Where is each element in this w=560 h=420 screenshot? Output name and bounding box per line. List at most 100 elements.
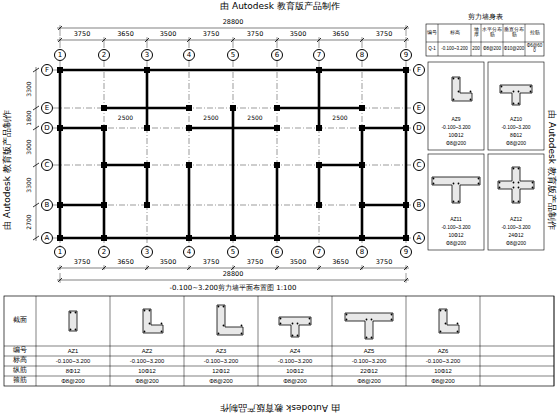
dimension-tick [102,266,106,270]
rebar-dot [458,201,460,203]
boundary-column [316,202,322,208]
axis-bubble: D [41,122,53,134]
rebar-dot [530,91,532,93]
dimension: 28800 [223,19,244,26]
axis-line [60,61,61,246]
stirrup: Φ8@200 [258,376,332,386]
axis-bubble: 4 [183,49,195,61]
dimension-line [57,28,409,29]
dimension: 1800 [26,110,33,125]
boundary-column [359,125,365,131]
dimension-tick [33,236,39,240]
row-header: 标高 [13,357,27,364]
shear-wall [318,70,321,128]
boundary-column [101,125,107,131]
column-detail: AZ2-0.100~3.20010Φ12Φ8@200 [110,296,184,386]
rebar-dot [391,314,393,316]
rebar-dot [70,312,72,314]
rebar-dot [478,183,480,185]
wall-table [426,24,544,56]
dimension: 2500 [117,115,134,122]
dimension: 2700 [26,214,33,229]
table-cell: -0.100~3.200 [439,47,471,52]
axis-bubble: 3 [141,49,153,61]
rebar-dot [458,183,460,185]
longitudinal-rebar: 10Φ12 [428,132,484,140]
boundary-column [57,235,63,241]
rebar-dot [309,318,311,320]
watermark: 由 Autodesk 教育版产品制作 [220,402,340,412]
rebar-dot [499,182,501,184]
extension-line [319,265,320,270]
boundary-column [403,125,409,131]
extension-line [406,37,407,48]
axis-line [362,61,363,246]
elevation: -0.100~3.200 [36,356,110,366]
extension-line [233,37,234,48]
axis-line [189,61,190,246]
stirrup: Φ8@200 [488,140,544,148]
longitudinal-rebar: 22Φ12 [332,366,406,376]
rebar-dot [453,201,455,203]
drawing-caption: -0.100~3.200剪力墙平面布置图 1:100 [170,285,297,293]
rebar-dot [518,182,520,184]
axis-bubble: B [41,199,53,211]
stirrup: Φ8@200 [184,376,258,386]
rebar-dot [241,333,243,335]
dimension-tick [275,266,279,270]
rebar-dot [445,323,447,325]
boundary-column [359,202,365,208]
dimension: 3500 [160,259,177,266]
column-id: AZ9 [428,116,484,124]
dimension: 2500 [202,115,219,122]
boundary-column [316,162,322,168]
detail-frame [428,62,484,150]
axis-number: 7 [317,52,321,59]
table-rule [4,346,554,347]
detail-frame [428,154,484,250]
dimension-tick [404,266,408,270]
rebar-dot [144,310,146,312]
axis-bubble: 3 [141,246,153,258]
stirrup: Φ8@200 [488,240,544,248]
boundary-column [101,202,107,208]
rebar-dot [346,319,348,321]
rebar-dot [499,187,501,189]
dimension-tick [33,68,39,72]
axis-line [319,61,320,246]
axis-bubble: 2 [98,49,110,61]
axis-number: 4 [187,52,191,59]
dimension-tick [33,163,39,167]
column-id: AZ11 [428,216,484,224]
rebar-dot [297,335,299,337]
axis-bubble: 7 [313,246,325,258]
column-section [217,305,243,335]
table-rule [258,296,259,386]
axis-grid [53,61,413,246]
axis-number: E [45,105,49,112]
rebar-dot [280,318,282,320]
axis-bubble: E [41,102,53,114]
rebar-dot [532,187,534,189]
boundary-column [186,105,192,111]
dimension-tick [145,266,149,270]
dimension: 3750 [74,259,91,266]
table-header: 水平分布筋 [482,28,503,38]
dimension: 2500 [331,115,348,122]
rebar-dot [440,331,442,333]
table-border [426,24,544,56]
table-rule [36,296,37,386]
axis-bubble: 7 [313,49,325,61]
boundary-column [316,162,322,168]
axis-bubble: 5 [227,49,239,61]
column-section [279,317,311,337]
boundary-column [144,202,150,208]
dimension: 3750 [247,31,264,38]
longitudinal-rebar: 10Φ12 [258,366,332,376]
boundary-column [403,235,409,241]
dimension-tick [33,126,39,130]
elevation: -0.100~3.200 [488,224,544,232]
column-table [4,296,554,386]
